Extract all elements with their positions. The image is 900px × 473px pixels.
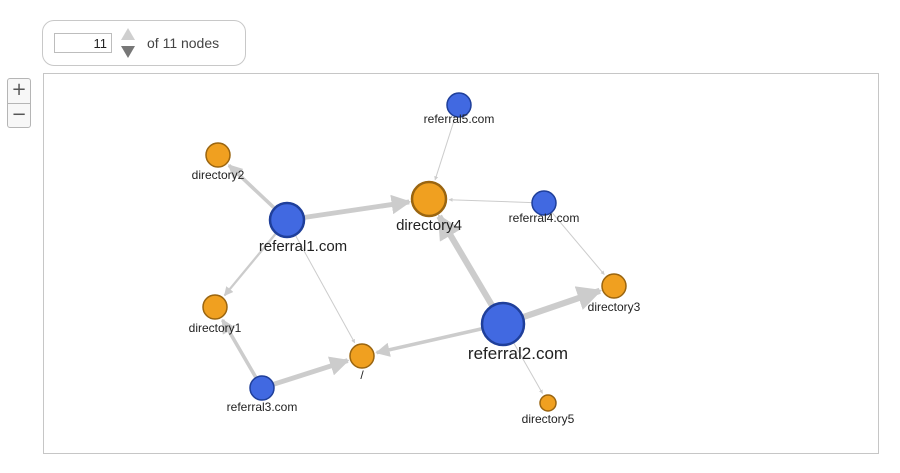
edge-referral5.com-directory4 — [434, 116, 456, 181]
edge-referral3.com-root — [272, 356, 350, 387]
edge-referral1.com-root — [294, 234, 356, 344]
node-circle[interactable] — [410, 180, 448, 218]
node-circle[interactable] — [539, 394, 557, 412]
graph-node-directory3[interactable]: directory3 — [588, 273, 641, 314]
increment-arrow-icon[interactable] — [119, 27, 137, 41]
edge-referral3.com-directory1 — [220, 318, 258, 379]
node-count-input[interactable] — [54, 33, 112, 53]
node-label: directory1 — [189, 321, 242, 335]
edge-referral4.com-directory4 — [448, 197, 533, 204]
zoom-out-button[interactable]: − — [11, 104, 27, 125]
edge-referral4.com-directory3 — [551, 211, 605, 275]
node-label: directory2 — [192, 168, 245, 182]
node-circle[interactable] — [601, 273, 627, 299]
edge-referral1.com-directory2 — [227, 163, 276, 210]
node-label: / — [360, 368, 364, 382]
decrement-arrow-icon[interactable] — [119, 45, 137, 59]
node-label: directory3 — [588, 300, 641, 314]
edge-referral1.com-directory1 — [223, 232, 278, 297]
graph-node-directory5[interactable]: directory5 — [522, 394, 575, 426]
graph-node-directory1[interactable]: directory1 — [189, 294, 242, 335]
node-label: referral3.com — [227, 400, 298, 414]
node-label: referral4.com — [509, 211, 580, 225]
graph-canvas[interactable]: referral5.com directory2 directory4 referra… — [43, 73, 879, 454]
node-counter: of 11 nodes — [42, 20, 246, 66]
node-label: directory4 — [396, 217, 462, 234]
graph-node-directory2[interactable]: directory2 — [192, 142, 245, 182]
node-circle[interactable] — [446, 92, 472, 118]
node-circle[interactable] — [249, 375, 275, 401]
node-circle[interactable] — [480, 301, 526, 347]
graph-node-referral3-com[interactable]: referral3.com — [227, 375, 298, 414]
graph-node-referral2-com[interactable]: referral2.com — [468, 301, 568, 363]
edge-referral2.com-root — [375, 326, 483, 357]
zoom-in-button[interactable]: + — [8, 79, 30, 104]
node-circle[interactable] — [531, 190, 557, 216]
graph-node-referral5-com[interactable]: referral5.com — [424, 92, 495, 126]
edge-referral2.com-directory3 — [521, 286, 603, 321]
graph-node-referral4-com[interactable]: referral4.com — [509, 190, 580, 225]
node-label: referral5.com — [424, 112, 495, 126]
edge-referral2.com-directory5 — [512, 341, 543, 394]
node-label: directory5 — [522, 412, 575, 426]
node-circle[interactable] — [268, 201, 306, 239]
network-graph: referral5.com directory2 directory4 referra… — [189, 92, 641, 426]
graph-node-referral1-com[interactable]: referral1.com — [259, 201, 347, 255]
node-count-label: of 11 nodes — [147, 35, 220, 51]
node-circle[interactable] — [349, 343, 375, 369]
node-circle[interactable] — [205, 142, 231, 168]
graph-node-directory4[interactable]: directory4 — [396, 180, 462, 234]
node-label: referral1.com — [259, 238, 347, 255]
graph-node-root[interactable]: / — [349, 343, 375, 382]
node-circle[interactable] — [202, 294, 228, 320]
edge-referral1.com-directory4 — [303, 194, 412, 220]
edge-referral2.com-directory4 — [436, 214, 495, 308]
zoom-controls: + − — [7, 78, 31, 128]
node-label: referral2.com — [468, 344, 568, 363]
